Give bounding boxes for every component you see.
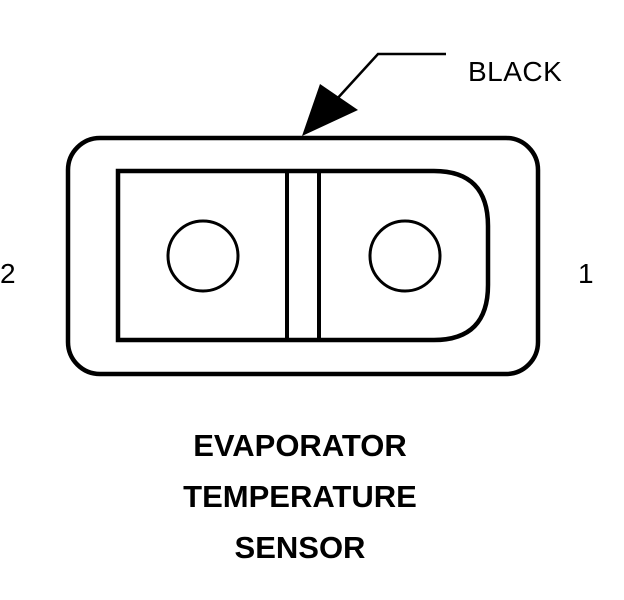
pin-2-label: 2: [0, 258, 16, 289]
callout-leader-line: [335, 52, 446, 101]
connector-housing: [65, 135, 541, 377]
title-line-2: TEMPERATURE: [183, 479, 417, 514]
title-line-3: SENSOR: [234, 530, 366, 565]
callout-arrowhead: [302, 84, 358, 136]
connector-face: [115, 168, 491, 343]
terminal-cavity-1: [368, 219, 442, 293]
connector-color-label: BLACK: [468, 56, 563, 87]
title-line-1: EVAPORATOR: [193, 428, 407, 463]
terminal-cavity-2: [166, 219, 240, 293]
component-title: EVAPORATOR TEMPERATURE SENSOR: [100, 420, 500, 573]
pin-1-label: 1: [578, 258, 594, 289]
